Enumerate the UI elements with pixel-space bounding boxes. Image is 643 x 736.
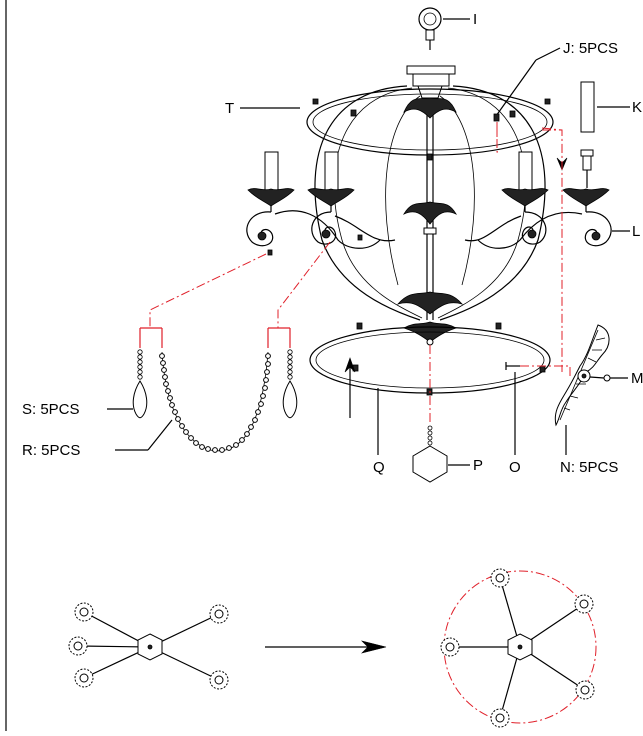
label-n: N: 5PCS [560,459,618,476]
crystal-drop-s-right-icon [282,349,298,419]
leaf-cup-bottom-icon [396,291,464,346]
arm-layout-x-icon [68,602,229,690]
label-p: P [473,457,483,474]
leaf-cup-middle-icon [403,201,457,225]
leaf-decoration-n-icon [554,324,628,455]
bulb-holder-icon [580,149,594,188]
right-arrow-icon [265,640,387,654]
crystal-drop-s-left-icon [107,349,148,419]
label-k: K [632,99,642,116]
arm-right-inner [464,151,549,245]
hook-ring-icon [418,7,470,50]
label-s: S: 5PCS [22,401,80,418]
bead-chain-r-icon [115,351,271,453]
candle-sleeve-k [580,81,630,133]
label-o: O [509,459,521,476]
arm-left-outer [246,151,381,256]
label-j: J: 5PCS [563,40,618,57]
label-m: M [631,370,643,387]
label-r: R: 5PCS [22,442,80,459]
assembly-guide-screw [496,122,500,153]
label-i: I [473,11,477,28]
screw-j [493,47,561,122]
up-arrow-icon [344,357,356,418]
assembly-guide-sleeve [542,129,568,171]
assembly-guide-chains [139,241,331,348]
pendant-crystal-p-icon [412,345,470,483]
arm-layout-star-icon [440,568,597,728]
screw-o [505,127,571,455]
arm-right-outer [477,188,612,249]
leaf-cup-top-icon [403,97,457,119]
label-t: T [225,100,234,117]
top-canopy [406,65,456,99]
label-q: Q [373,459,385,476]
arm-left-inner [307,151,396,245]
label-l: L [632,223,640,240]
top-ring [306,88,554,161]
